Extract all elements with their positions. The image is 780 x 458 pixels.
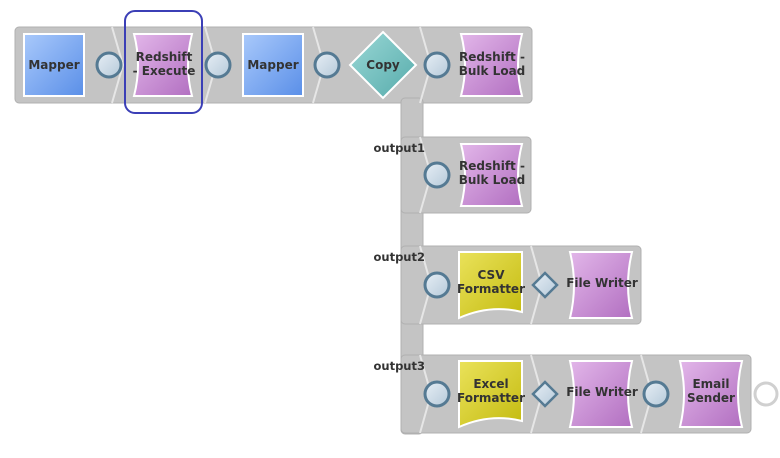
snap-redshift-bulk-load-output1[interactable]: Redshift - Bulk Load [459,143,526,207]
snap-mapper-2-label: Mapper [247,58,298,72]
output-port-copy-output1[interactable] [423,161,451,189]
snap-mapper-1-label: Mapper [28,58,79,72]
output-port-copy-output3[interactable] [423,380,451,408]
output-port-copy-main[interactable] [423,51,451,79]
snap-bulk-load-output1-label-line1: Redshift - [459,159,525,173]
snap-email-sender[interactable]: Email Sender [678,360,744,428]
snap-excel-formatter-label-line2: Formatter [457,391,525,405]
selection-outline [124,10,203,114]
output-label-1: output1 [373,141,425,155]
snap-file-writer-csv-label: File Writer [566,276,638,290]
binary-output-port-excel-formatter[interactable] [531,380,559,408]
snap-mapper-2[interactable]: Mapper [242,33,304,97]
snap-redshift-execute-label-line1: Redshift [136,50,193,64]
snap-file-writer-excel-label: File Writer [566,385,638,399]
binary-output-port-csv-formatter[interactable] [531,271,559,299]
snap-mapper-1[interactable]: Mapper [23,33,85,97]
snap-redshift-execute-label-line2: - Execute [133,64,196,78]
snap-csv-formatter-label-line2: Formatter [457,282,525,296]
output-port-file-writer-excel[interactable] [642,380,670,408]
output-port-redshift-execute[interactable] [204,51,232,79]
snap-email-sender-label-line1: Email [692,377,729,391]
snap-csv-formatter-label-line1: CSV [478,268,506,282]
snap-file-writer-csv[interactable]: File Writer [566,251,638,319]
snap-file-writer-excel[interactable]: File Writer [566,360,638,428]
snap-bulk-load-output1-label-line2: Bulk Load [459,173,526,187]
output-port-mapper-1[interactable] [95,51,123,79]
snap-copy[interactable]: Copy [348,30,418,100]
output-label-2: output2 [373,250,425,264]
snap-csv-formatter[interactable]: CSV Formatter [457,251,525,320]
snap-copy-label: Copy [366,58,400,72]
snap-bulk-load-main-label-line1: Redshift - [459,50,525,64]
snap-email-sender-label-line2: Sender [687,391,735,405]
output-label-3: output3 [373,359,425,373]
snap-excel-formatter-label-line1: Excel [473,377,508,391]
output-port-copy-output2[interactable] [423,271,451,299]
snap-bulk-load-main-label-line2: Bulk Load [459,64,526,78]
output-port-mapper-2[interactable] [313,51,341,79]
open-output-port-email-sender[interactable] [753,381,779,407]
snap-redshift-execute[interactable]: Redshift - Execute [133,33,196,97]
snap-excel-formatter[interactable]: Excel Formatter [457,360,525,429]
snap-redshift-bulk-load-main[interactable]: Redshift - Bulk Load [459,33,526,97]
